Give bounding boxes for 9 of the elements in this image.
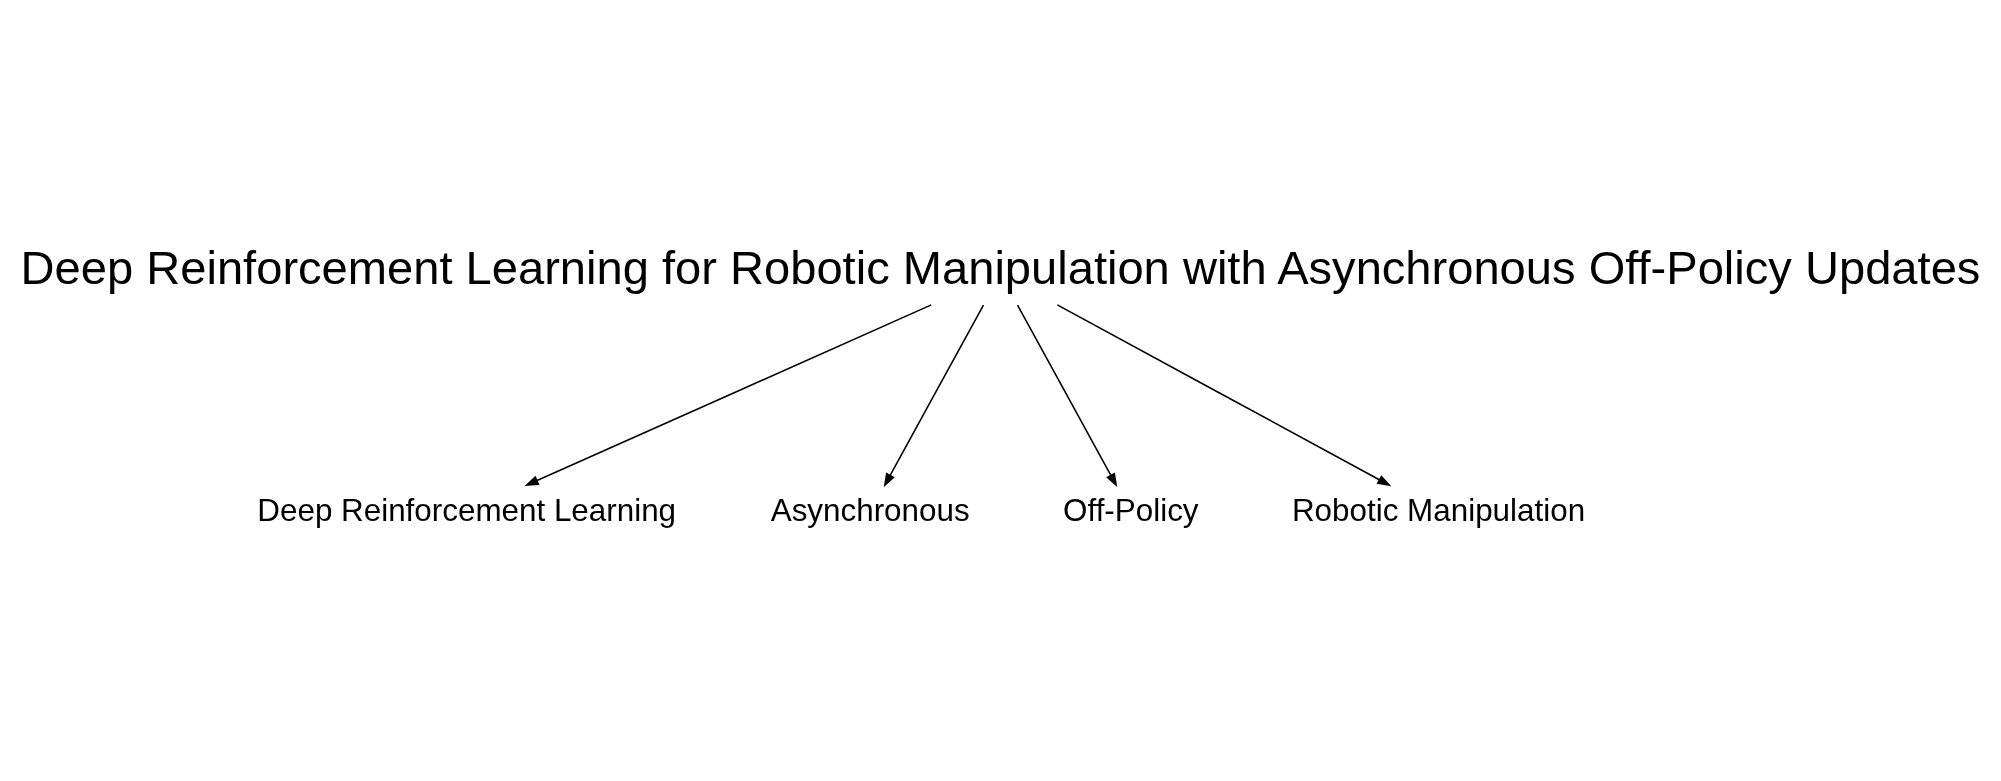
- node-text: Deep Reinforcement Learning: [257, 492, 677, 528]
- node-text: Asynchronous: [770, 492, 970, 528]
- node-text: Off-Policy: [1063, 492, 1199, 528]
- arrow: [883, 303, 985, 487]
- node-text: Robotic Manipulation: [1291, 492, 1586, 528]
- node-text: Deep Reinforcement Learning for Robotic Manipulation with Asynchronous Off-Policy Updates: [20, 240, 1981, 294]
- arrow: [1016, 303, 1118, 487]
- arrow: [524, 303, 933, 486]
- arrow: [1056, 303, 1392, 486]
